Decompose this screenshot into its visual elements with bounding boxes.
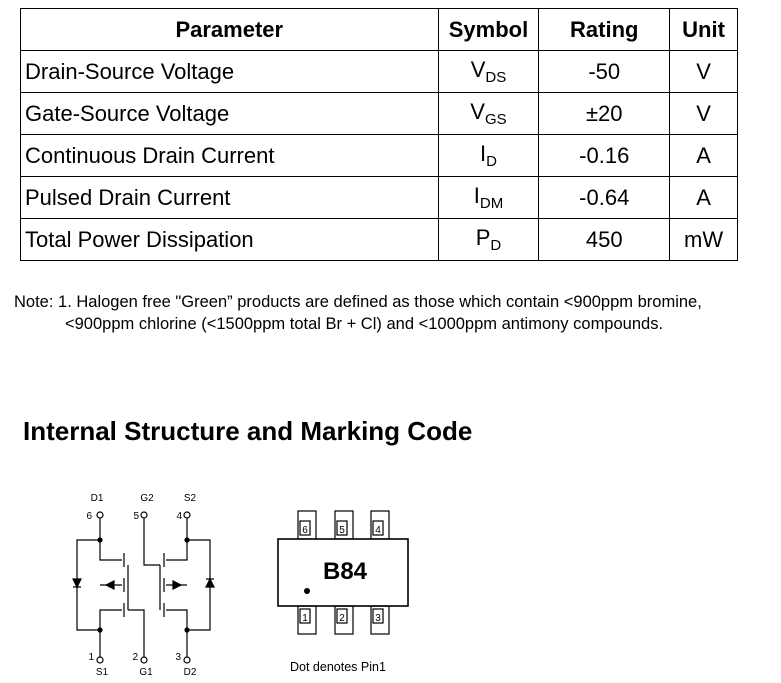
table-row: Total Power Dissipation PD 450 mW: [20, 218, 738, 261]
rating-cell: -0.64: [538, 176, 671, 219]
header-rating: Rating: [538, 8, 671, 51]
label-d1: D1: [91, 493, 104, 504]
pin-6-terminal: [96, 511, 104, 519]
symbol-cell: IDM: [437, 176, 540, 219]
pin1-caption: Dot denotes Pin1: [290, 660, 386, 674]
header-parameter: Parameter: [20, 8, 439, 51]
lead-2-pad: [336, 608, 348, 624]
lead-3-pad: [372, 608, 384, 624]
label-s2: S2: [184, 493, 197, 504]
lead-1-pad: [299, 608, 311, 624]
section-title: Internal Structure and Marking Code: [23, 416, 473, 446]
header-symbol: Symbol: [437, 8, 540, 51]
pin-5-number: 5: [133, 511, 139, 522]
lead-6-pad: [299, 520, 311, 536]
label-g2: G2: [140, 493, 154, 504]
pin-3-number: 3: [175, 652, 181, 663]
q2-diode: [205, 577, 215, 588]
max-ratings-table: Parameter Symbol Rating Unit Drain-Sourc…: [20, 8, 738, 261]
pkg-pin-2: 2: [339, 613, 345, 624]
pin-2-number: 2: [132, 652, 138, 663]
symbol-cell: PD: [437, 218, 540, 261]
parameter-cell: Pulsed Drain Current: [20, 176, 439, 219]
label-s1: S1: [96, 667, 109, 678]
lead-5-pad: [336, 520, 348, 536]
pin-1-terminal: [96, 656, 104, 664]
lead-4-pad: [372, 520, 384, 536]
unit-cell: V: [669, 92, 738, 135]
pin-6-number: 6: [86, 511, 92, 522]
package-marking-drawing: 6 5 4 B84 1 2 3: [277, 510, 409, 635]
unit-cell: mW: [669, 218, 738, 261]
symbol-main: V: [470, 99, 485, 124]
parameter-cell: Continuous Drain Current: [20, 134, 439, 177]
rating-cell: 450: [538, 218, 671, 261]
q2-gate: [143, 518, 161, 610]
pin-5-terminal: [140, 511, 148, 519]
symbol-cell: ID: [437, 134, 540, 177]
lead-2: [334, 605, 354, 635]
parameter-cell: Drain-Source Voltage: [20, 50, 439, 93]
symbol-subscript: D: [490, 237, 502, 254]
header-unit: Unit: [669, 8, 738, 51]
symbol-main: V: [470, 57, 486, 82]
pin-3-terminal: [183, 656, 191, 664]
q1-junction-top: [97, 537, 103, 543]
pkg-pin-3: 3: [375, 613, 381, 624]
pkg-pin-5: 5: [339, 525, 345, 536]
q2-junction: [184, 627, 190, 633]
rating-cell: ±20: [538, 92, 671, 135]
halogen-free-note: Note: 1. Halogen free "Green” products a…: [14, 291, 702, 335]
q1-gate: [127, 565, 145, 657]
q1-body-arrow: [104, 580, 115, 590]
label-g1: G1: [139, 667, 153, 678]
pin-2-terminal: [140, 656, 148, 664]
table-header-row: Parameter Symbol Rating Unit: [20, 8, 738, 51]
symbol-subscript: DM: [479, 195, 504, 212]
note-line-2: <900ppm chlorine (<1500ppm total Br + Cl…: [65, 315, 664, 333]
internal-structure-schematic: D1 G2 S2 6 5 4 1 2 3 S1 G1 D2: [72, 493, 215, 678]
symbol-main: P: [475, 225, 491, 250]
lead-1: [297, 605, 317, 635]
table-row: Continuous Drain Current ID -0.16 A: [20, 134, 738, 177]
parameter-cell: Total Power Dissipation: [20, 218, 439, 261]
symbol-main: I: [473, 183, 480, 208]
pin-1-number: 1: [88, 652, 94, 663]
unit-cell: V: [669, 50, 738, 93]
q1-junction: [97, 627, 103, 633]
q1-diode: [72, 578, 82, 589]
parameter-cell: Gate-Source Voltage: [20, 92, 439, 135]
pin-4-number: 4: [176, 511, 182, 522]
marking-code: B84: [323, 558, 368, 585]
q2-junction-top: [184, 537, 190, 543]
symbol-cell: VDS: [437, 50, 540, 93]
label-d2: D2: [184, 667, 197, 678]
symbol-main: I: [479, 141, 487, 166]
symbol-subscript: GS: [484, 111, 507, 128]
symbol-subscript: DS: [485, 69, 507, 86]
pin-4-terminal: [183, 511, 191, 519]
symbol-cell: VGS: [437, 92, 540, 135]
pkg-pin-6: 6: [302, 525, 308, 536]
rating-cell: -0.16: [538, 134, 671, 177]
rating-cell: -50: [538, 50, 671, 93]
symbol-subscript: D: [486, 153, 497, 170]
pkg-pin-4: 4: [375, 525, 381, 536]
pin1-dot: [304, 588, 310, 594]
unit-cell: A: [669, 176, 738, 219]
q2-body-arrow: [172, 580, 183, 590]
note-line-1: Note: 1. Halogen free "Green” products a…: [14, 293, 702, 311]
table-row: Gate-Source Voltage VGS ±20 V: [20, 92, 738, 135]
unit-cell: A: [669, 134, 738, 177]
table-row: Drain-Source Voltage VDS -50 V: [20, 50, 738, 93]
table-row: Pulsed Drain Current IDM -0.64 A: [20, 176, 738, 219]
lead-3: [370, 605, 390, 635]
pkg-pin-1: 1: [302, 613, 308, 624]
